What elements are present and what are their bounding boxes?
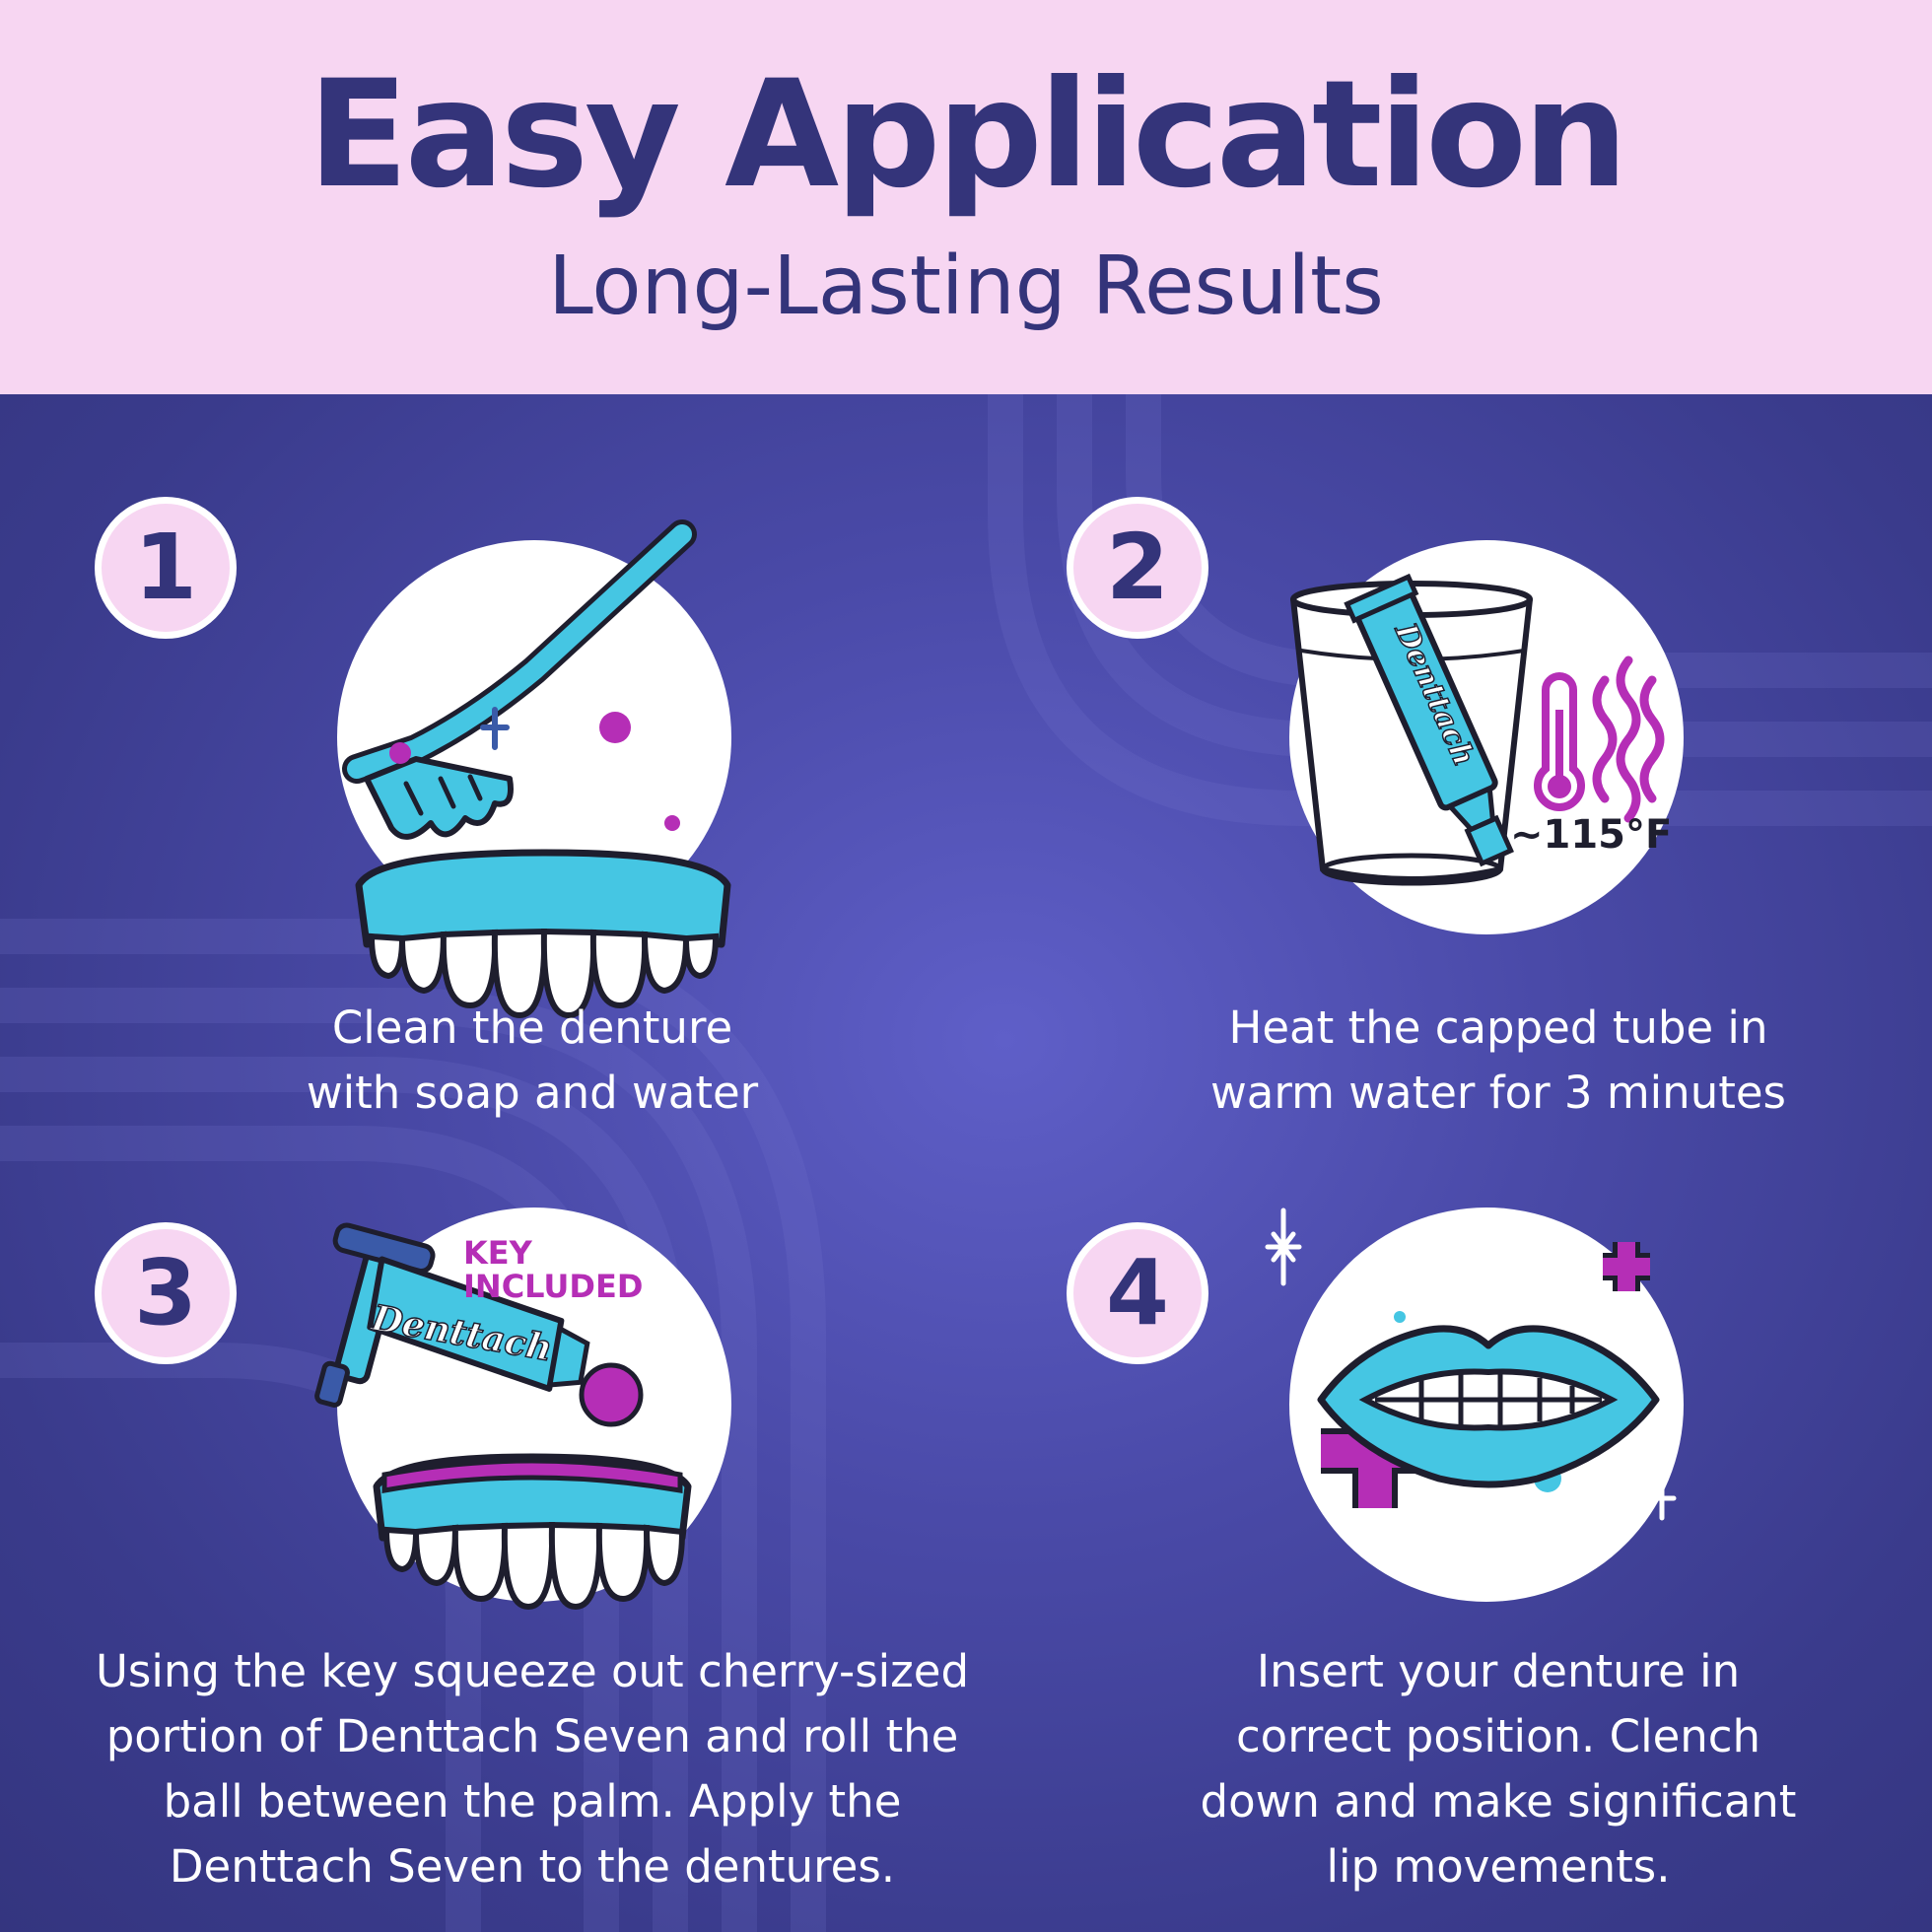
key-included-line2: INCLUDED — [463, 1268, 643, 1305]
step-4-caption: Insert your denture in correct position.… — [1200, 1645, 1797, 1893]
key-included-line1: KEY — [463, 1234, 533, 1272]
step-3-caption: Using the key squeeze out cherry-sized p… — [95, 1645, 970, 1893]
step-1-number: 1 — [95, 497, 237, 639]
temperature-label: ~115°F — [1510, 812, 1672, 858]
step-4-number: 4 — [1067, 1222, 1208, 1364]
step-2-number: 2 — [1067, 497, 1208, 639]
step-1-caption: Clean the denture with soap and water — [306, 1001, 759, 1119]
page-title: Easy Application — [308, 49, 1628, 221]
tube-in-warm-water-icon: Denttach ~115°F — [1290, 573, 1672, 886]
header-banner: Easy Application Long-Lasting Results — [0, 0, 1932, 394]
step-2-caption: Heat the capped tube in warm water for 3… — [1209, 1001, 1786, 1119]
key-tube-denture-icon: Denttach KEY INCLUDED — [314, 1222, 692, 1611]
step-3-number: 3 — [95, 1222, 237, 1364]
lips-teeth-icon — [1265, 1208, 1677, 1521]
page-subtitle: Long-Lasting Results — [548, 240, 1384, 333]
toothbrush-denture-icon — [342, 519, 731, 1019]
steps-panel: 1 Clean the denture with soap and water — [0, 394, 1932, 1932]
